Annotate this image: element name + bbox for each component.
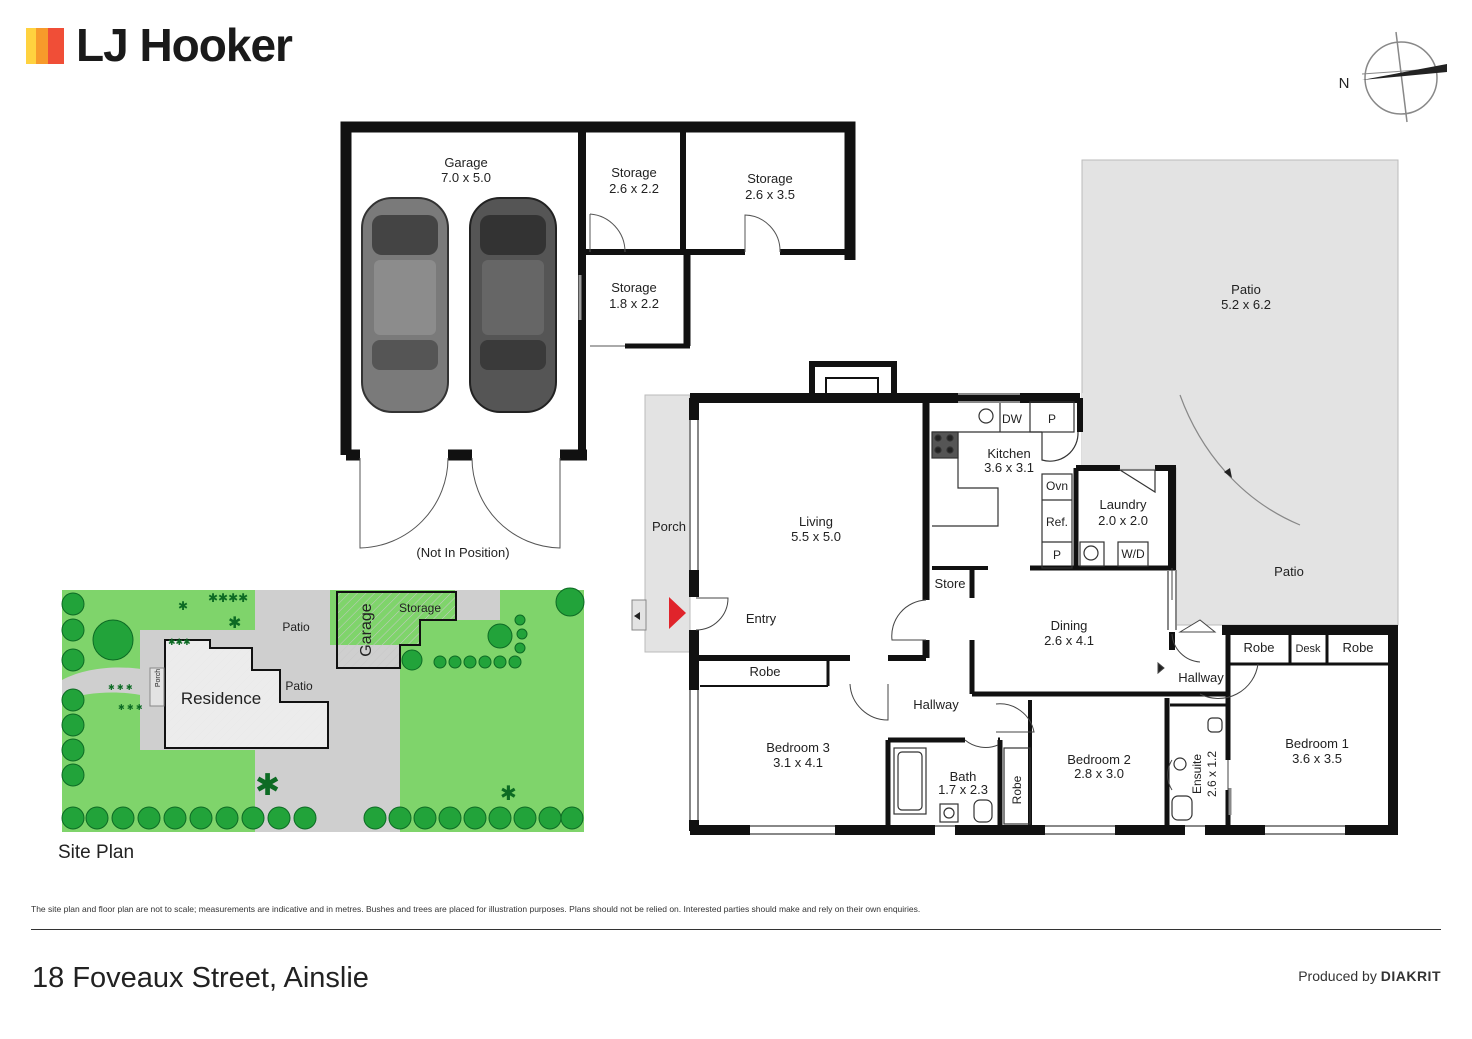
svg-text:✱✱✱: ✱✱✱	[168, 637, 191, 647]
room-bath-dims: 1.7 x 2.3	[938, 782, 988, 797]
room-kitchen-dims: 3.6 x 3.1	[984, 460, 1034, 475]
svg-text:✱: ✱	[178, 599, 188, 613]
pantry-2-label: P	[1053, 548, 1061, 562]
room-storage-1-name: Storage	[611, 165, 657, 180]
robe-bedroom-1a-label: Robe	[1243, 640, 1274, 655]
robe-bedroom-3-label: Robe	[749, 664, 780, 679]
site-plan-caption: Site Plan	[58, 842, 135, 863]
produced-by: Produced by DIAKRIT	[1298, 968, 1441, 984]
svg-text:✱✱✱✱: ✱✱✱✱	[208, 591, 248, 605]
svg-text:✱ ✱ ✱: ✱ ✱ ✱	[118, 703, 143, 712]
room-storage-3-name: Storage	[611, 280, 657, 295]
produced-by-label: Produced by	[1298, 968, 1377, 984]
not-in-position-note: (Not In Position)	[416, 545, 509, 560]
fridge-label: Ref.	[1046, 515, 1068, 529]
site-residence-label: Residence	[181, 689, 261, 708]
pantry-1-label: P	[1048, 412, 1056, 426]
room-ensuite-name: Ensuite	[1190, 754, 1204, 794]
room-storage-2-dims: 2.6 x 3.5	[745, 187, 795, 202]
entry-marker-icon	[669, 597, 686, 629]
property-address: 18 Foveaux Street, Ainslie	[32, 962, 369, 994]
room-porch-name: Porch	[652, 519, 686, 534]
room-store-name: Store	[934, 576, 965, 591]
room-dining-name: Dining	[1051, 618, 1088, 633]
brand-name: LJ Hooker	[76, 19, 293, 71]
robe-bedroom-1b-label: Robe	[1342, 640, 1373, 655]
washer-dryer-label: W/D	[1121, 547, 1145, 561]
room-ensuite-dims: 2.6 x 1.2	[1205, 751, 1219, 797]
garage-walls	[340, 121, 856, 461]
room-bedroom-1-dims: 3.6 x 3.5	[1292, 751, 1342, 766]
room-laundry-name: Laundry	[1100, 497, 1147, 512]
kitchen-fittings	[931, 401, 1156, 569]
room-kitchen-name: Kitchen	[987, 446, 1030, 461]
footer-divider	[31, 929, 1441, 930]
room-dining-dims: 2.6 x 4.1	[1044, 633, 1094, 648]
producer-name: DIAKRIT	[1380, 968, 1441, 984]
room-patio-large-dims: 5.2 x 6.2	[1221, 297, 1271, 312]
svg-text:✱: ✱	[500, 783, 517, 805]
svg-text:✱: ✱	[255, 769, 280, 802]
room-hallway-1-name: Hallway	[913, 697, 959, 712]
svg-text:✱: ✱	[228, 615, 241, 632]
room-bedroom-1-name: Bedroom 1	[1285, 736, 1349, 751]
car-icon	[361, 197, 449, 413]
site-storage-label: Storage	[399, 601, 441, 615]
porch-area	[644, 394, 691, 653]
site-plan-map: ✱✱✱✱ ✱✱✱ ✱ ✱ ✱ ✱ ✱ ✱ ✱ ✱ ✱ ✱ Residence G…	[61, 587, 585, 832]
room-storage-2-name: Storage	[747, 171, 793, 186]
room-storage-3-dims: 1.8 x 2.2	[609, 296, 659, 311]
site-patio-1-label: Patio	[282, 620, 310, 634]
room-living-dims: 5.5 x 5.0	[791, 529, 841, 544]
room-living-name: Living	[799, 514, 833, 529]
room-laundry-dims: 2.0 x 2.0	[1098, 513, 1148, 528]
svg-text:✱ ✱ ✱: ✱ ✱ ✱	[108, 683, 133, 692]
room-bedroom-3-name: Bedroom 3	[766, 740, 830, 755]
site-garage-label: Garage	[358, 603, 375, 656]
room-garage-dims: 7.0 x 5.0	[441, 170, 491, 185]
lj-hooker-logo-mark-icon	[26, 28, 64, 64]
room-bedroom-2-name: Bedroom 2	[1067, 752, 1131, 767]
room-patio-large-name: Patio	[1231, 282, 1261, 297]
bath-fittings	[893, 717, 1223, 825]
room-hallway-2-name: Hallway	[1178, 670, 1224, 685]
windows	[689, 393, 1345, 835]
room-bath-name: Bath	[950, 769, 977, 784]
room-patio-small-name: Patio	[1274, 564, 1304, 579]
site-patio-2-label: Patio	[285, 679, 313, 693]
robe-bedroom-2-label: Robe	[1010, 775, 1024, 804]
room-bedroom-3-dims: 3.1 x 4.1	[773, 755, 823, 770]
room-bedroom-2-dims: 2.8 x 3.0	[1074, 766, 1124, 781]
room-storage-1-dims: 2.6 x 2.2	[609, 181, 659, 196]
dishwasher-label: DW	[1002, 412, 1023, 426]
room-garage-name: Garage	[444, 155, 487, 170]
oven-label: Ovn	[1046, 479, 1068, 493]
site-porch-label: Porch	[155, 669, 162, 687]
room-entry-name: Entry	[746, 611, 777, 626]
desk-label: Desk	[1295, 643, 1321, 655]
disclaimer-text: The site plan and floor plan are not to …	[31, 904, 921, 914]
car-icon	[469, 197, 557, 413]
compass-north-label: N	[1339, 75, 1350, 92]
north-compass-icon: N	[1339, 31, 1448, 123]
